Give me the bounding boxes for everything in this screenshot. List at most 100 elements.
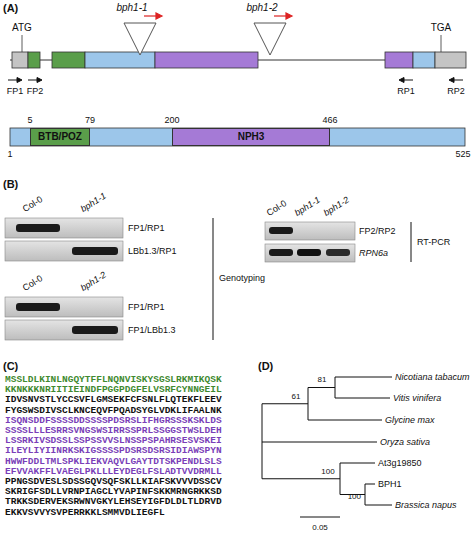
sequence-line: KKNKKKNRIITIEINDFPGGPDGFELVSRFCYNNGEIL xyxy=(5,385,222,395)
genotyping-gels xyxy=(5,218,123,340)
primer-pair-label: LBb1.3/RP1 xyxy=(128,247,177,256)
gel-strip xyxy=(5,297,123,317)
panel-label: (A) xyxy=(3,3,18,14)
bootstrap-value: 100 xyxy=(348,493,361,501)
gel-strip xyxy=(5,218,123,238)
sequence-line: TRKKSDERVEKSRWNVGKYLEHSEYIGFDLDLTLDRVD xyxy=(5,497,222,507)
lane-label: Col-0 xyxy=(21,195,44,214)
gel-strip xyxy=(265,244,355,262)
primer-pair-label: FP1/RP1 xyxy=(128,303,165,312)
sequence-line: FYGSWSDIVSCLKNCEQVFPQADSYGLVDKLIFAALNK xyxy=(5,406,222,416)
sequence-line: EKKVSVVYSVPERRKKLSMMVDLIEGFL xyxy=(5,508,165,518)
bracket-line xyxy=(213,218,214,340)
taxon-label: Nicotiana tabacum xyxy=(395,373,470,382)
lane-label: bph1-2 xyxy=(79,271,108,293)
gel-band xyxy=(72,326,118,334)
arrow-head xyxy=(449,78,454,83)
domain-box: BTB/POZ xyxy=(30,128,90,146)
tree-branch xyxy=(335,377,392,398)
gel-strip xyxy=(5,241,123,261)
taxon-label: BPH1 xyxy=(378,480,402,489)
arrow-head xyxy=(286,13,292,19)
gel-band xyxy=(326,249,350,256)
tdna-insertion xyxy=(124,23,156,55)
phylogenetic-tree xyxy=(262,377,392,505)
lane-label: Col-0 xyxy=(21,274,44,293)
sequence-line: ISQNSDDFSSSSDDSSSSPDSRSLIFHGRSSSKSKLDS xyxy=(5,416,222,426)
exon-box xyxy=(52,52,85,68)
tree-branch xyxy=(340,463,375,495)
allele-label: bph1-2 xyxy=(246,3,277,13)
position-number: 466 xyxy=(322,116,337,125)
utr-box xyxy=(12,52,28,68)
gel-band xyxy=(16,303,60,311)
position-number: 525 xyxy=(455,150,470,159)
bracket-label: Genotyping xyxy=(219,274,265,283)
bootstrap-value: 61 xyxy=(292,393,301,401)
position-number: 200 xyxy=(164,116,179,125)
panel-label: (B) xyxy=(3,179,18,190)
bracket-line xyxy=(411,222,412,262)
scale-bar xyxy=(300,517,340,518)
tdna-insertion xyxy=(254,23,286,55)
primer-label: RP2 xyxy=(447,87,465,96)
panel-label: (C) xyxy=(3,361,18,372)
utr-box xyxy=(435,52,466,68)
primer-label: FP1 xyxy=(7,87,24,96)
allele-label: bph1-1 xyxy=(116,3,147,13)
position-number: 1 xyxy=(7,150,12,159)
lane-label: bph1-2 xyxy=(322,196,351,218)
primer-label: FP2 xyxy=(27,87,44,96)
sequence-line: MSSLDLKINLNGQYTFFLNQNVISKYSGSLRKMIKQSK xyxy=(5,375,222,385)
domain-label: BTB/POZ xyxy=(38,132,82,142)
exon-boxes xyxy=(12,52,466,68)
sequence-line: IDVSNVSTLYCCSVFLGMSEKFCFSNLFLQTEKFLEEV xyxy=(5,395,222,405)
exon-box xyxy=(28,52,40,68)
panel-label: (D) xyxy=(258,361,273,372)
lb-primer-arrows xyxy=(144,13,292,19)
taxon-label: Vitis vinifera xyxy=(393,394,441,403)
exon-box xyxy=(155,52,258,68)
lane-label: Col-0 xyxy=(265,199,288,218)
sequence-line: SKRIGFSDLLVRNPIAGCLYVAPINFSKKMRNGRKKSD xyxy=(5,487,222,497)
gel-band xyxy=(269,227,293,234)
arrow-head xyxy=(156,13,162,19)
protein-bar xyxy=(10,128,465,146)
primer-pair-label: FP2/RP2 xyxy=(359,227,396,236)
arrow-head xyxy=(17,78,22,83)
taxon-label: Glycine max xyxy=(385,416,435,425)
taxon-label: At3g19850 xyxy=(378,459,422,468)
gel-band xyxy=(269,249,293,256)
position-number: 79 xyxy=(85,116,95,125)
tree-branch xyxy=(262,404,377,479)
primer-pair-label: FP1/LBb1.3 xyxy=(128,326,176,335)
primer-label: RP1 xyxy=(397,87,415,96)
gel-band xyxy=(297,249,321,256)
taxon-label: Oryza sativa xyxy=(380,438,430,447)
gene-label: RPN6a xyxy=(359,249,388,258)
bracket-label: RT-PCR xyxy=(417,238,450,247)
rtpcr-gels xyxy=(265,222,355,262)
primer-pair-label: FP1/RP1 xyxy=(128,224,165,233)
taxon-label: Brassica napus xyxy=(395,501,457,510)
position-number: 5 xyxy=(27,116,32,125)
gel-strip xyxy=(265,222,355,240)
bootstrap-value: 81 xyxy=(318,376,327,384)
sequence-line: ILEYLIYIINRKSKIGSSSSPDSRSDSRSIDIAWSPYN xyxy=(5,446,222,456)
sequence-line: HWWFDDLTMLSPKLIEKVAQVLGAYTDTSKPENDLSLS xyxy=(5,457,222,467)
gel-strip xyxy=(5,320,123,340)
domain-box: NPH3 xyxy=(172,128,330,146)
primer-arrows xyxy=(8,78,463,83)
arrow-head xyxy=(37,78,42,83)
stop-marker xyxy=(441,35,442,52)
start-marker xyxy=(22,35,23,52)
gel-band xyxy=(72,247,118,255)
bootstrap-value: 100 xyxy=(321,468,334,476)
scale-label: 0.05 xyxy=(312,524,328,532)
exon-box xyxy=(385,52,413,68)
lane-label: bph1-1 xyxy=(79,192,108,214)
codon-label: TGA xyxy=(431,23,452,33)
sequence-line: EFVVAKFFLVAEGLPKLLLEYDEGLFSLADTVVDRMLL xyxy=(5,467,222,477)
sequence-line: LSSRKIVSDSSLSSPSSVVSLNSSPSPAHRSESVSKEI xyxy=(5,436,222,446)
